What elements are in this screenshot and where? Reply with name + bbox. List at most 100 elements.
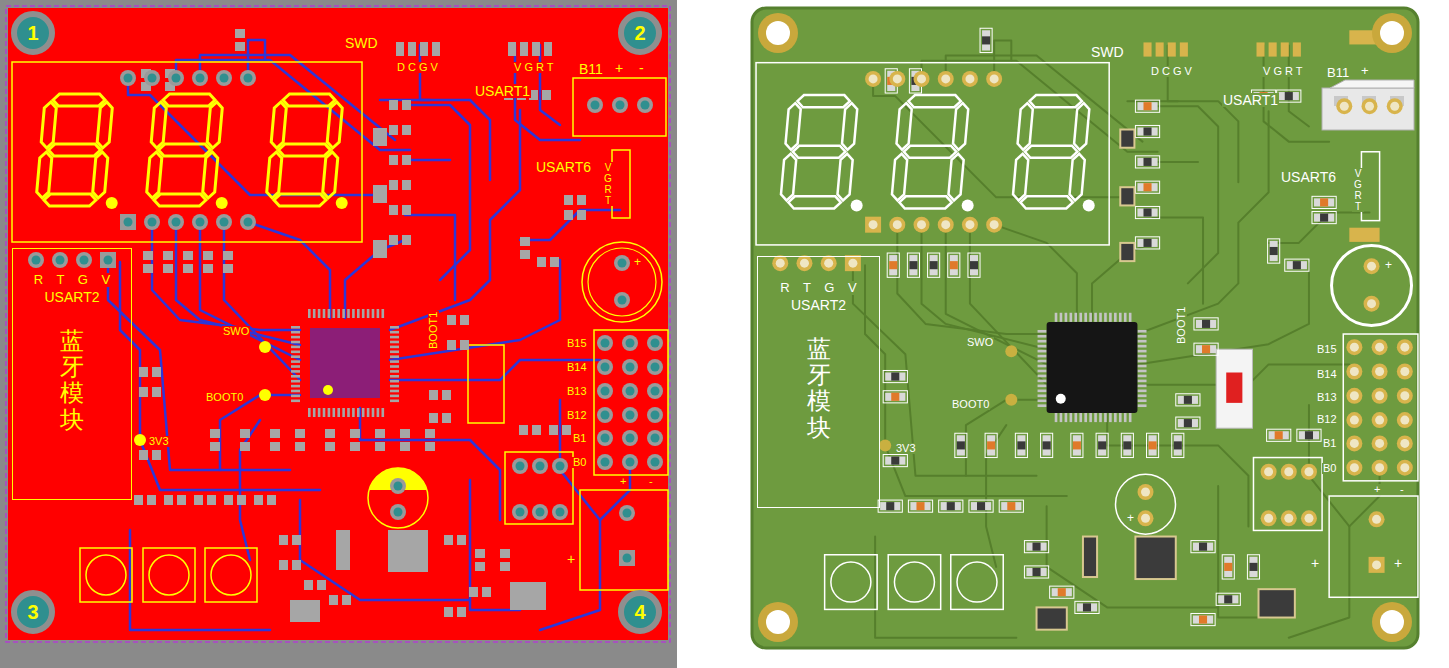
drill-hole <box>824 259 833 268</box>
component-terminals <box>1269 431 1289 439</box>
copper-trace <box>108 262 290 470</box>
ic-pin <box>352 408 355 417</box>
component-body <box>1007 502 1015 510</box>
component-body <box>1033 568 1041 576</box>
connector-pad <box>1293 42 1301 56</box>
copper-trace <box>970 225 1047 385</box>
smd-pad <box>350 429 360 438</box>
display-segment <box>1020 196 1072 208</box>
through-hole-pad <box>1281 464 1297 480</box>
smd-pad <box>143 251 153 260</box>
component-terminals <box>950 255 958 275</box>
smd-pad <box>564 195 573 205</box>
display-segment <box>842 103 857 150</box>
component-body <box>891 457 899 465</box>
drill-hole <box>651 363 660 372</box>
component-silkscreen <box>1268 239 1280 263</box>
component-silkscreen <box>1135 206 1159 218</box>
component-terminals <box>1052 588 1072 596</box>
drill-hole <box>990 74 999 83</box>
ic-pin <box>1038 345 1047 348</box>
pin1-dot <box>323 385 333 395</box>
component-silkscreen <box>1135 237 1159 249</box>
drill-hole <box>536 462 545 471</box>
display-segment <box>953 103 968 150</box>
decimal-point <box>216 197 228 209</box>
component-body <box>1285 92 1293 100</box>
ic-pin <box>1109 313 1112 322</box>
ic-pin <box>1137 404 1146 407</box>
component-terminals <box>1196 345 1216 353</box>
ic-pin <box>390 355 399 358</box>
switch-outline <box>468 345 504 423</box>
mounting-hole-ring <box>758 13 798 53</box>
component-silkscreen <box>1312 196 1336 208</box>
component-body <box>947 502 955 510</box>
smd-pad <box>203 251 213 260</box>
connector-pad <box>532 42 540 56</box>
smd-pad <box>402 180 411 190</box>
drill-hole <box>1350 463 1359 472</box>
copper-trace <box>345 240 405 318</box>
component-body <box>1320 198 1328 206</box>
copper-trace <box>240 420 260 560</box>
smd-pad <box>444 535 453 545</box>
ic-pin <box>1137 394 1146 397</box>
ic-pin <box>1137 399 1146 402</box>
ic-pin <box>1114 313 1117 322</box>
silkscreen-label: B15 <box>566 338 588 349</box>
component-silkscreen <box>948 253 960 277</box>
component-silkscreen <box>883 370 907 382</box>
copper-trace <box>865 265 1067 496</box>
component-body <box>1017 441 1025 449</box>
component-body <box>1305 431 1313 439</box>
ic-pin <box>1038 394 1047 397</box>
buzzer-outline <box>1332 245 1412 325</box>
smd-pad <box>177 495 186 505</box>
through-hole-pad <box>552 458 568 474</box>
drill-hole <box>1304 467 1313 476</box>
copper-trace <box>540 470 630 630</box>
ic-pin <box>291 355 300 358</box>
drill-hole <box>591 101 600 110</box>
large-component <box>373 128 387 146</box>
display-segment <box>1018 103 1033 150</box>
silkscreen-label: - <box>638 61 645 75</box>
display-segment <box>788 196 840 208</box>
component-body <box>957 441 965 449</box>
silkscreen-label: USART1 <box>1222 93 1279 107</box>
smd-pad <box>389 125 398 135</box>
ic-fanout <box>310 328 380 398</box>
copper-trace <box>994 225 1077 322</box>
ic-pin <box>1084 313 1087 322</box>
ic-pin <box>291 360 300 363</box>
connector-pad <box>396 42 404 56</box>
copper-trace <box>1047 506 1219 607</box>
drill-hole <box>616 101 625 110</box>
ic-pin <box>323 408 326 417</box>
component-terminals <box>1299 431 1319 439</box>
copper-trace <box>248 222 330 318</box>
ic-pin <box>1038 370 1047 373</box>
copper-trace <box>220 395 300 470</box>
drill-hole <box>623 509 632 518</box>
decimal-point <box>851 199 863 211</box>
smd-pad <box>163 264 173 273</box>
smd-pad <box>520 237 530 246</box>
drill-hole <box>917 220 926 229</box>
component-silkscreen <box>955 433 967 457</box>
through-hole-pad <box>619 550 635 566</box>
through-hole-pad <box>1397 460 1413 476</box>
display-segment <box>207 102 222 148</box>
component-terminals <box>1174 435 1182 455</box>
component-silkscreen <box>1071 433 1083 457</box>
ic-pin <box>390 370 399 373</box>
smd-pad <box>152 387 161 397</box>
drill-hole <box>220 218 229 227</box>
through-hole-pad <box>619 505 635 521</box>
silkscreen-label: B11 <box>578 62 604 76</box>
panel-ground <box>0 0 677 668</box>
drill-hole <box>1400 343 1409 352</box>
display-segment <box>793 146 845 158</box>
smd-pad <box>537 257 546 267</box>
